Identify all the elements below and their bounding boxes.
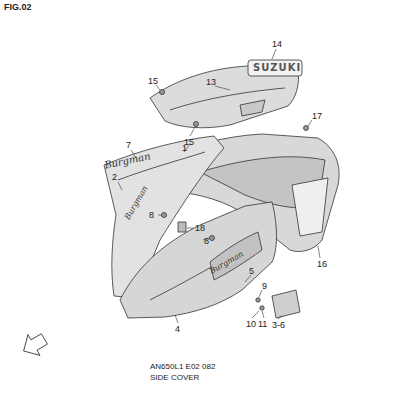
callout-number: 2 bbox=[112, 172, 117, 182]
callout-number: 15 bbox=[148, 76, 158, 86]
callout-number: 17 bbox=[312, 111, 322, 121]
callout-number: 16 bbox=[317, 259, 327, 269]
callout-number: 11 bbox=[258, 319, 267, 329]
drawing-code: AN650L1 E02 082 bbox=[150, 362, 215, 372]
callout-number: 7 bbox=[126, 140, 131, 150]
emblem-text: SUZUKI bbox=[253, 63, 301, 73]
callout-number: 8 bbox=[204, 236, 209, 246]
callout-number: 14 bbox=[272, 39, 282, 49]
callout-number: 18 bbox=[195, 223, 205, 233]
callout-number: 10 bbox=[246, 319, 256, 329]
callout-number: 1 bbox=[182, 143, 187, 153]
figure-title: FIG.02 bbox=[4, 2, 32, 12]
callout-number: 4 bbox=[175, 324, 180, 334]
callout-number: 9 bbox=[262, 281, 267, 291]
callout-number: 8 bbox=[149, 210, 154, 220]
callout-number: 13 bbox=[206, 77, 216, 87]
callout-number: 3-6 bbox=[272, 320, 285, 330]
figure-caption: SIDE COVER bbox=[150, 373, 199, 383]
callout-number: 5 bbox=[249, 266, 254, 276]
forward-arrow-icon bbox=[18, 329, 51, 362]
